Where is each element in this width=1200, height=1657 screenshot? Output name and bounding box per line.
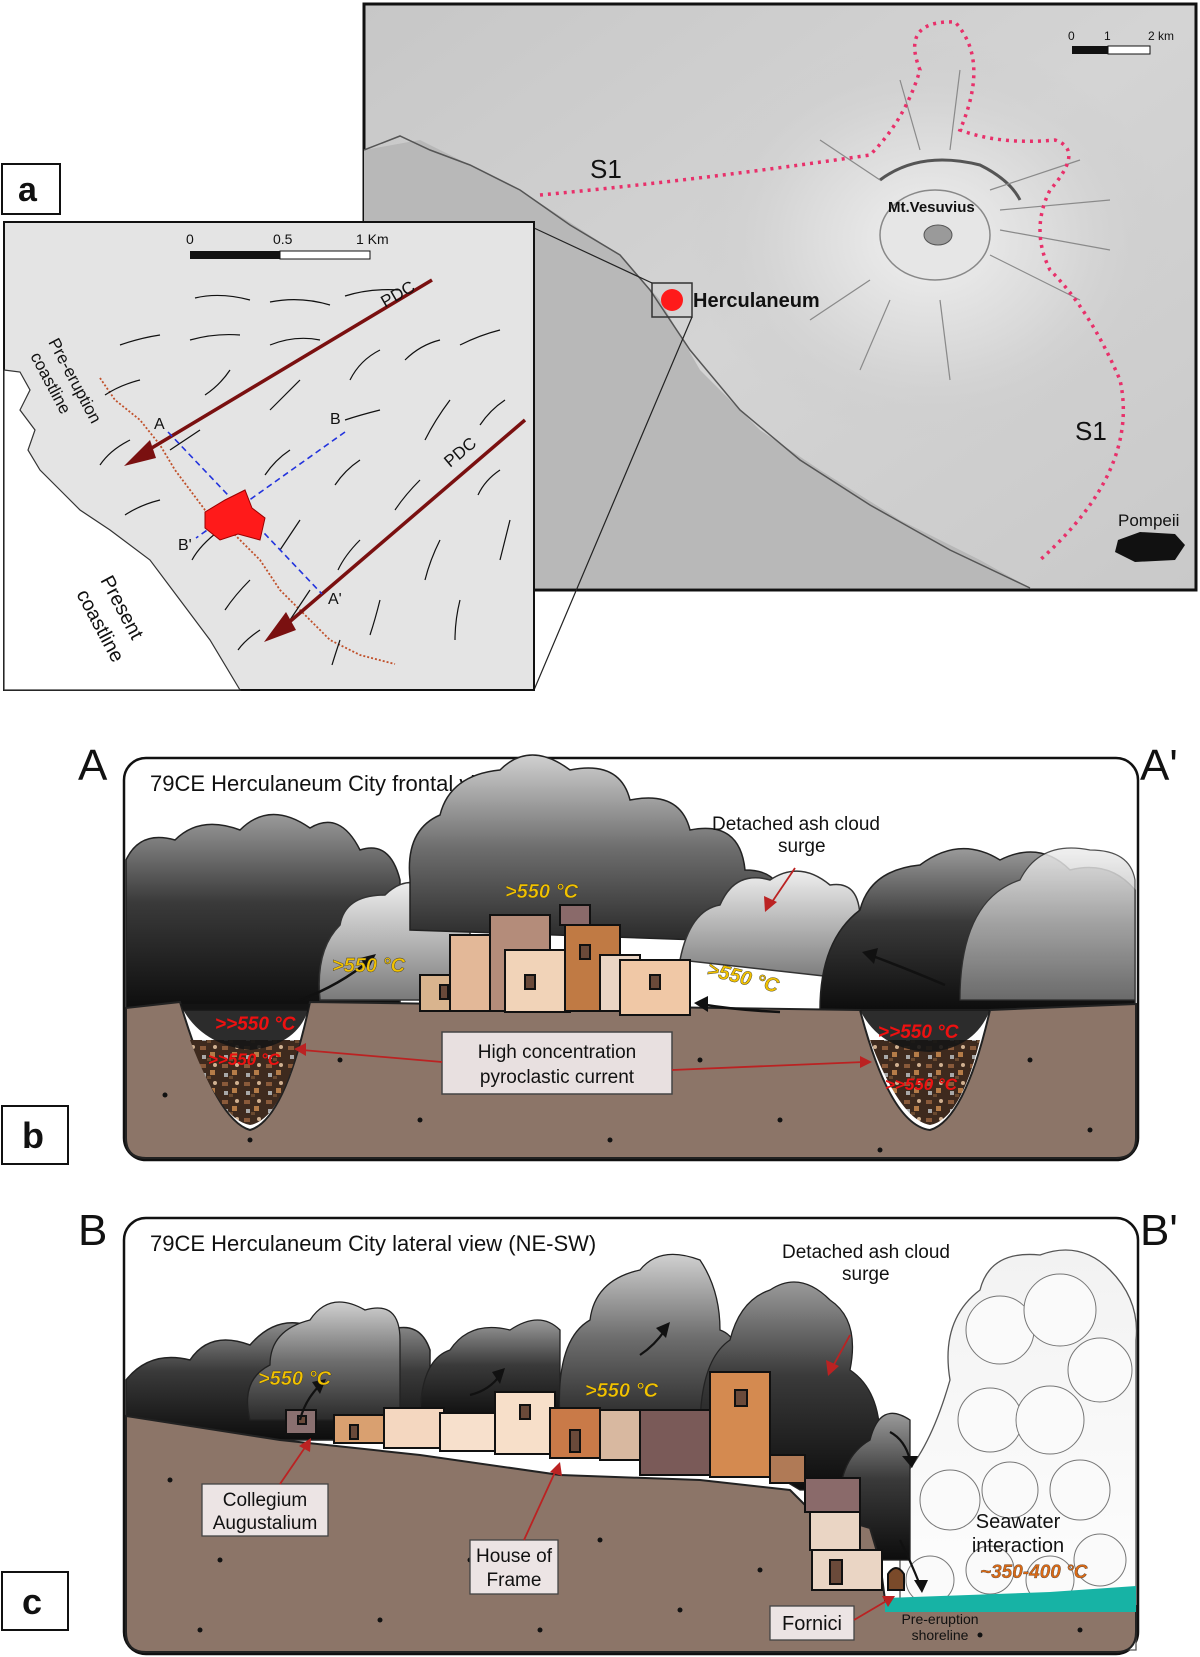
seawater-cloud-lobes (905, 1273, 1133, 1605)
coast-line (363, 135, 1031, 589)
inset-locator-box (651, 282, 693, 318)
house-pointer (523, 1469, 557, 1541)
zoom-line-bottom (533, 316, 693, 691)
zoom-line-top (533, 227, 653, 284)
valley-deposit-left (190, 1040, 300, 1125)
shoreline-label-2: shoreline (912, 1627, 969, 1643)
svg-text:1 Km: 1 Km (356, 231, 389, 247)
city-buildings-b (419, 904, 691, 1016)
section-end-a-prime: A' (1140, 741, 1178, 790)
panel-letter-b-box (1, 1105, 69, 1165)
city-buildings-c (285, 1371, 905, 1591)
point-a-prime: A' (328, 591, 342, 608)
section-end-b: B (78, 1206, 107, 1255)
ground-c (125, 1414, 1137, 1653)
collegium-label-1: Collegium (223, 1490, 307, 1511)
valley-current-left (180, 1004, 310, 1050)
pdc-arrow-2-head (264, 612, 296, 642)
callout-pointer-right (671, 1061, 865, 1071)
shoreline-label-1: Pre-eruption (901, 1611, 978, 1627)
house-label-box (469, 1539, 559, 1595)
panel-letter-b: b (22, 1115, 44, 1156)
seawater-label-2: interaction (972, 1535, 1064, 1557)
ash-pointer-c (831, 1334, 851, 1369)
section-end-a: A (78, 741, 108, 790)
collegium-pointer (279, 1445, 307, 1485)
pompeii-shape (1115, 532, 1185, 562)
pdc-arrow-1-head (124, 440, 156, 466)
valley-deposit-right (870, 1040, 980, 1125)
ash-cloud-label-c-1: Detached ash cloud (782, 1242, 950, 1263)
collegium-label-2: Augustalium (213, 1513, 318, 1534)
temp-valley-left-1: >>550 °C (215, 1014, 296, 1035)
temp-valley-right-1: >>550 °C (878, 1022, 959, 1043)
svg-text:1: 1 (1104, 29, 1111, 43)
herculaneum-marker (661, 289, 683, 311)
sea-c (885, 1586, 1136, 1612)
fornici-pointer (853, 1599, 889, 1621)
panel-letter-a-box (1, 163, 61, 215)
panel-letter-c: c (22, 1581, 42, 1622)
temp-left-cloud-b: >550 °C (332, 955, 406, 977)
temp-valley-left-2: >>550 °C (208, 1050, 281, 1069)
svg-text:0: 0 (186, 231, 194, 247)
temp-sea: ~350-400 °C (980, 1562, 1088, 1583)
valley-current-right (860, 1010, 990, 1052)
panel-c: B B' 79CE Herculaneum City lateral view … (1, 1206, 1178, 1656)
herculaneum-label: Herculaneum (693, 290, 820, 312)
fornici-label: Fornici (782, 1613, 842, 1635)
temp-c-2: >550 °C (585, 1380, 659, 1402)
ash-clouds-c (125, 1253, 911, 1561)
cloud-arrowheads-c (312, 1322, 928, 1593)
ash-cloud-label-b-2: surge (778, 836, 826, 857)
panel-a: S1 S1 Mt.Vesuvius Herculaneum Pompeii 0 … (1, 2, 1198, 691)
temp-valley-right-2: >>550 °C (885, 1075, 958, 1094)
ash-cloud-label-c-2: surge (842, 1264, 890, 1285)
point-b-prime: B' (178, 537, 192, 554)
panel-c-title: 79CE Herculaneum City lateral view (NE-S… (150, 1231, 596, 1256)
inset-scale-bar: 0 0.5 1 Km (186, 231, 389, 260)
pdc-arrow-2 (278, 418, 527, 632)
house-label-1: House of (476, 1546, 553, 1567)
callout-line-1: High concentration (478, 1042, 636, 1063)
panel-letter-a: a (18, 171, 38, 209)
pyroclastic-callout (441, 1031, 673, 1095)
s1-isopleth (539, 20, 1125, 562)
fornici-label-box (769, 1605, 855, 1641)
svg-text:0: 0 (1068, 29, 1075, 43)
house-label-2: Frame (487, 1570, 542, 1591)
panel-b: A A' 79CE Herculaneum City frontal view … (1, 741, 1178, 1165)
pompeii-label: Pompeii (1118, 511, 1179, 530)
somma-rim (879, 158, 1022, 201)
callout-line-2: pyroclastic current (480, 1067, 635, 1088)
ash-pointer-b (769, 867, 796, 906)
vesuvius-label: Mt.Vesuvius (888, 199, 975, 216)
seawater-label-1: Seawater (976, 1511, 1061, 1533)
main-scale-bar: 0 1 2 km (1068, 29, 1174, 55)
collegium-label-box (201, 1483, 329, 1537)
herculaneum-city (204, 489, 266, 541)
point-a: A (154, 416, 165, 433)
callout-pointer-left (301, 1049, 443, 1063)
ash-clouds-b (125, 754, 1136, 1011)
cloud-arrowheads-b (360, 948, 878, 1012)
s1-label-left: S1 (590, 154, 622, 184)
panel-letter-c-box (1, 1571, 69, 1631)
point-b: B (330, 411, 341, 428)
svg-text:0.5: 0.5 (273, 231, 293, 247)
temp-city-b: >550 °C (505, 881, 579, 903)
section-end-b-prime: B' (1140, 1206, 1178, 1255)
pdc-arrow-1 (139, 278, 433, 457)
s1-label-right: S1 (1075, 416, 1107, 446)
flow-arrows (99, 289, 511, 666)
inset-present-coast (3, 369, 242, 691)
svg-text:2 km: 2 km (1148, 29, 1174, 43)
vesuvius-crater (923, 224, 953, 246)
ash-cloud-label-b-1: Detached ash cloud (712, 814, 880, 835)
temp-c-1: >550 °C (258, 1368, 332, 1390)
